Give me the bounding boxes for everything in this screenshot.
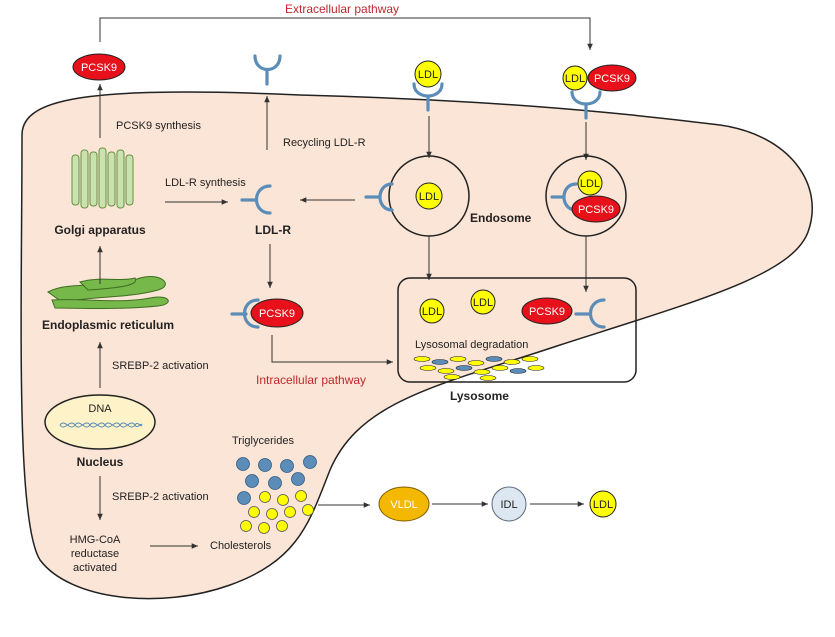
receptor-endosome-icon bbox=[364, 182, 394, 212]
pcsk9-lysosome bbox=[521, 297, 573, 325]
ldl-complex-label: LDL bbox=[565, 73, 585, 85]
pcsk9-endosome2 bbox=[571, 195, 621, 223]
pcsk9-secreted-label: PCSK9 bbox=[81, 62, 117, 74]
cholesterols-label: Cholesterols bbox=[210, 540, 272, 552]
ldl-lysosome-2 bbox=[470, 289, 496, 315]
receptor-pcsk9-icon bbox=[230, 298, 260, 329]
ldl-complex bbox=[562, 65, 588, 91]
lysosome-box bbox=[397, 277, 637, 383]
vldl-label: VLDL bbox=[390, 499, 418, 511]
ldlr-label: LDL-R bbox=[255, 223, 291, 237]
vldl-particle bbox=[378, 486, 430, 522]
hmg-line1: HMG-CoA bbox=[70, 534, 121, 546]
extracellular-pathway-label: Extracellular pathway bbox=[285, 2, 399, 16]
pcsk9-complex bbox=[587, 64, 637, 92]
ldlr-receptor-icon bbox=[240, 184, 272, 215]
intracellular-pathway-label: Intracellular pathway bbox=[256, 373, 366, 387]
idl-label: IDL bbox=[500, 499, 517, 511]
ldlr-synthesis-label: LDL-R synthesis bbox=[165, 177, 246, 189]
golgi-icon bbox=[71, 147, 134, 209]
lysosome-label: Lysosome bbox=[450, 389, 509, 403]
receptor-complex-icon bbox=[570, 90, 602, 120]
pcsk9-complex-label: PCSK9 bbox=[594, 73, 630, 85]
dna-helix-icon bbox=[59, 422, 143, 428]
ldl-lysosome-1-label: LDL bbox=[422, 306, 442, 318]
pcsk9-intracellular bbox=[250, 298, 304, 328]
pcsk9-lysosome-label: PCSK9 bbox=[529, 306, 565, 318]
pcsk9-intracellular-label: PCSK9 bbox=[259, 308, 295, 320]
cholesterol-particles-icon bbox=[240, 490, 314, 534]
er-icon bbox=[47, 276, 169, 309]
golgi-label: Golgi apparatus bbox=[54, 223, 146, 237]
nucleus-label: Nucleus bbox=[77, 455, 124, 469]
endosome-label: Endosome bbox=[470, 211, 532, 225]
ldl-endosome2 bbox=[577, 170, 603, 196]
pcsk9-endosome2-label: PCSK9 bbox=[578, 204, 614, 216]
pcsk9-secreted bbox=[72, 53, 126, 81]
cell-body bbox=[20, 91, 813, 600]
triglycerides-label: Triglycerides bbox=[232, 435, 294, 447]
ldl-endosome bbox=[415, 182, 443, 210]
hmg-line2: reductase bbox=[71, 548, 119, 560]
ldl-endosome2-label: LDL bbox=[580, 178, 600, 190]
receptor-ldl-bound-icon bbox=[412, 82, 444, 112]
srebp-activation-lower-label: SREBP-2 activation bbox=[112, 491, 209, 503]
triglyceride-particles-icon bbox=[236, 455, 317, 505]
ldl-bound bbox=[414, 60, 442, 88]
ldl-endosome-label: LDL bbox=[419, 191, 439, 203]
ldl-lysosome-1 bbox=[419, 298, 445, 324]
ldl-final bbox=[589, 490, 617, 518]
ldl-lysosome-2-label: LDL bbox=[473, 297, 493, 309]
er-label: Endoplasmic reticulum bbox=[42, 318, 174, 332]
degradation-fragments-icon bbox=[413, 356, 545, 381]
idl-particle bbox=[491, 486, 527, 522]
receptor-recycled-icon bbox=[253, 54, 282, 86]
recycling-ldlr-label: Recycling LDL-R bbox=[283, 137, 366, 149]
ldl-bound-label: LDL bbox=[418, 69, 438, 81]
dna-label: DNA bbox=[88, 403, 112, 415]
ldl-final-label: LDL bbox=[593, 499, 613, 511]
lysosomal-degradation-label: Lysosomal degradation bbox=[415, 339, 528, 351]
receptor-lysosome-icon bbox=[574, 298, 606, 329]
nucleus-icon bbox=[44, 394, 156, 450]
srebp-activation-upper-label: SREBP-2 activation bbox=[112, 360, 209, 372]
hmg-line3: activated bbox=[73, 562, 117, 574]
pcsk9-synthesis-label: PCSK9 synthesis bbox=[116, 120, 201, 132]
